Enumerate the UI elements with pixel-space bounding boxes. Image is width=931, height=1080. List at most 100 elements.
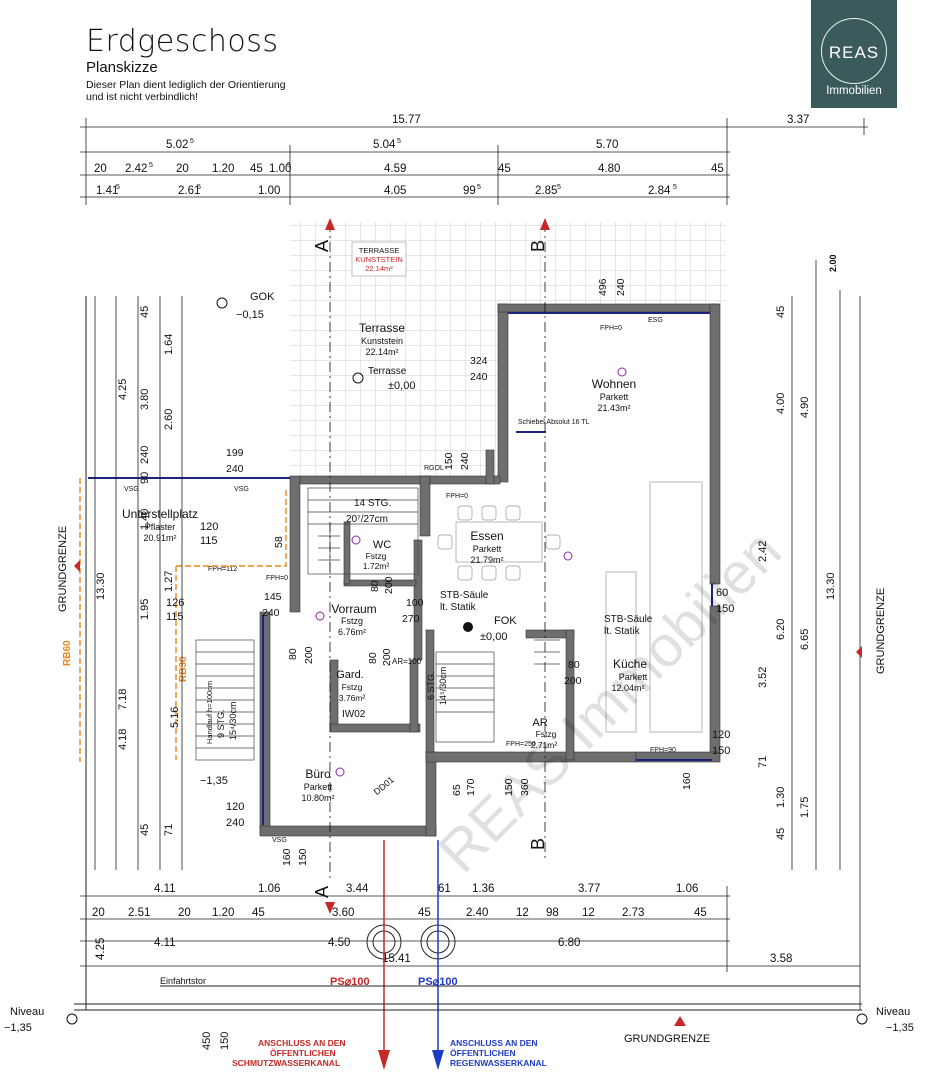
dim-200-kitchen: 200	[564, 675, 582, 687]
grundgrenze-bottom: GRUNDGRENZE	[624, 1033, 710, 1045]
dim-5-70: 5.70	[596, 139, 618, 151]
dim-right-60: 60	[716, 587, 728, 599]
stairs-left	[195, 639, 255, 761]
terrace-box-text: TERRASSE KUNSTSTEIN 22.14m²	[355, 246, 403, 273]
dim-b2-45b: 45	[418, 907, 431, 919]
dim-left-minus-1-35: −1,35	[200, 775, 228, 787]
dim-160-buero: 160	[281, 848, 293, 866]
stb-saeule-statik-2: lt. Statik	[604, 626, 641, 637]
dim-right-4-00: 4.00	[775, 393, 787, 414]
dim-b2-2-73: 2.73	[622, 907, 644, 919]
dim-200b: 200	[381, 648, 393, 666]
dim-right-13-30: 13.30	[825, 572, 837, 600]
section-a-bottom: A	[312, 886, 332, 898]
logo-name: REAS	[828, 43, 880, 62]
dim-right-71: 71	[757, 756, 769, 768]
drain-labels: PS⌀100 PS⌀100 ANSCHLUSS AN DEN ÖFFENTLIC…	[232, 976, 547, 1068]
left-dim-labels: 4.25 13.30 7.18 4.18 45 1.64 3.80 2.60 2…	[95, 306, 244, 836]
logo-sub: Immobilien	[826, 85, 882, 97]
handlauf-label: Handlauf h=100cm	[205, 681, 214, 744]
dim-240-carport: 240	[226, 463, 244, 475]
room-buero-name: Büro	[305, 767, 331, 781]
dim-r3-1-20: 1.20	[212, 163, 234, 175]
room-gard-name: Gard.	[336, 669, 364, 681]
walls	[259, 303, 721, 837]
ar100-label: AR=100	[392, 657, 422, 666]
ps-right: PS⌀100	[418, 976, 458, 988]
rgol-label: RGOL	[424, 465, 444, 472]
logo-circle	[821, 18, 887, 84]
room-kueche-area: 12.04m²	[611, 683, 644, 693]
dim-324: 324	[470, 355, 488, 367]
room-gard-area: 3.76m²	[339, 693, 366, 703]
bottom-dimension-lines	[80, 886, 860, 972]
dim-b2-3-60: 3.60	[332, 907, 354, 919]
dim-b2-20b: 20	[178, 907, 191, 919]
dim-r3-1-00: 1.00	[269, 163, 291, 175]
drain-pipes	[378, 840, 444, 1070]
room-terrasse-floor: Kunststein	[361, 336, 403, 346]
vsg-label-2: VSG	[234, 486, 249, 493]
schiebe-label: Schiebel Absolut 16 TL	[518, 419, 590, 426]
top-dim-labels: 15.77 3.37 5.02 5 5.04 5 5.70 20 2.42 5 …	[94, 114, 809, 197]
dim-160-right: 160	[681, 772, 693, 790]
room-vorraum-floor: Fstzg	[341, 616, 363, 626]
room-wohnen-area: 21.43m²	[597, 403, 630, 413]
room-essen-floor: Parkett	[473, 544, 502, 554]
stairs-lower	[435, 639, 560, 743]
drain-shafts	[366, 924, 456, 960]
stairs-bottom-dim: 14⁵/30cm	[438, 667, 448, 705]
niveau-left-value: −1,35	[4, 1022, 32, 1034]
dim-150-door: 150	[443, 452, 455, 470]
dim-496: 496	[597, 278, 609, 296]
fph0-label-3: FPH=0	[266, 575, 288, 582]
dim-right-150b: 150	[712, 745, 730, 757]
dim-right-3-52: 3.52	[757, 667, 769, 688]
boundary-labels: Einfahrtstor GRUNDGRENZE GRUNDGRENZE GRU…	[4, 526, 914, 1050]
disclaimer-line-2: und ist nicht verbindlich!	[86, 91, 199, 103]
dim-r4-sup2: 5	[197, 184, 201, 191]
stairs-left-dim: 15⁴/30cm	[228, 702, 238, 740]
dim-b2-45a: 45	[252, 907, 265, 919]
dim-3-37: 3.37	[787, 114, 809, 126]
dim-b1-3-44: 3.44	[346, 883, 369, 895]
sewage-line3: SCHMUTZWASSERKANAL	[232, 1058, 340, 1068]
dim-270: 270	[402, 613, 420, 625]
rb-labels: RB60 RB30	[62, 640, 189, 682]
rain-line3: REGENWASSERKANAL	[450, 1058, 547, 1068]
room-wc-floor: Fstzg	[366, 551, 387, 561]
niveau-left: Niveau	[10, 1006, 44, 1018]
room-buero-area: 10.80m²	[301, 793, 334, 803]
dim-right-45b: 45	[775, 828, 787, 840]
sewage-line2: ÖFFENTLICHEN	[270, 1048, 336, 1058]
dim-right-6-65: 6.65	[799, 629, 811, 650]
bottom-dim-labels: 4.11 1.06 3.44 61 1.36 3.77 1.06 20 2.51…	[92, 883, 792, 965]
dim-b4-3-58: 3.58	[770, 953, 792, 965]
dim-r4-1-41: 1.41	[96, 185, 118, 197]
dim-200-wc: 200	[383, 576, 395, 594]
left-dimension-lines	[94, 296, 183, 870]
section-a-top: A	[312, 240, 332, 252]
fph250-label: FPH=250	[506, 741, 536, 748]
dim-5-02-sup: 5	[190, 138, 194, 145]
dim-left-240: 240	[139, 446, 151, 464]
disclaimer-line-1: Dieser Plan dient lediglich der Orientie…	[86, 79, 286, 91]
dim-240-door: 240	[459, 452, 471, 470]
dim-r4-sup5: 5	[673, 184, 677, 191]
dim-b1-1-36: 1.36	[472, 883, 494, 895]
dim-right-1-30: 1.30	[775, 787, 787, 808]
dim-360: 360	[519, 778, 531, 796]
dim-100: 100	[406, 597, 424, 609]
dim-r4-sup3: 5	[477, 184, 481, 191]
right-dimension-lines	[791, 260, 861, 1010]
room-kueche-floor: Parkett	[619, 672, 648, 682]
dim-r4-sup4: 5	[557, 184, 561, 191]
dim-5-04: 5.04	[373, 139, 396, 151]
fph90-label: FPH=90	[650, 747, 676, 754]
dd01-label: DD01	[372, 775, 396, 797]
dim-r4-2-61: 2.61	[178, 185, 200, 197]
vsg-label-3: VSG	[272, 837, 287, 844]
room-vorraum-name: Vorraum	[331, 602, 376, 616]
dim-left-120: 120	[200, 521, 218, 533]
